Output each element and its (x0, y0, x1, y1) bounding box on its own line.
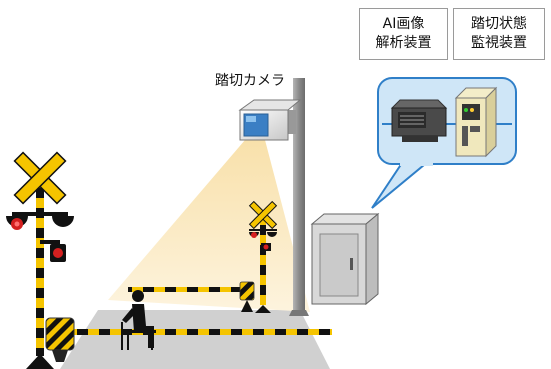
person-icon (121, 290, 156, 350)
far-barrier-arm (128, 287, 250, 292)
crossing-monitor-box: 踏切状態 監視装置 (453, 8, 545, 60)
railroad-crossing-sign-small (248, 200, 278, 313)
camera-label: 踏切カメラ (215, 73, 285, 89)
road-surface (60, 310, 330, 369)
camera-icon (238, 99, 302, 141)
ai-image-analysis-box: AI画像 解析装置 (359, 8, 448, 60)
near-barrier-arm (62, 329, 332, 335)
cabinet-icon (310, 212, 380, 306)
ai-box-line2: 解析装置 (375, 35, 432, 51)
monitor-box-line1: 踏切状態 (471, 16, 527, 32)
monitor-icon (390, 99, 448, 142)
ai-box-line1: AI画像 (382, 16, 425, 32)
monitor-box-line2: 監視装置 (471, 35, 527, 51)
railroad-crossing-sign (6, 151, 74, 369)
camera-view-cone (108, 140, 310, 312)
camera-pole (293, 78, 305, 310)
server-icon (454, 86, 498, 158)
